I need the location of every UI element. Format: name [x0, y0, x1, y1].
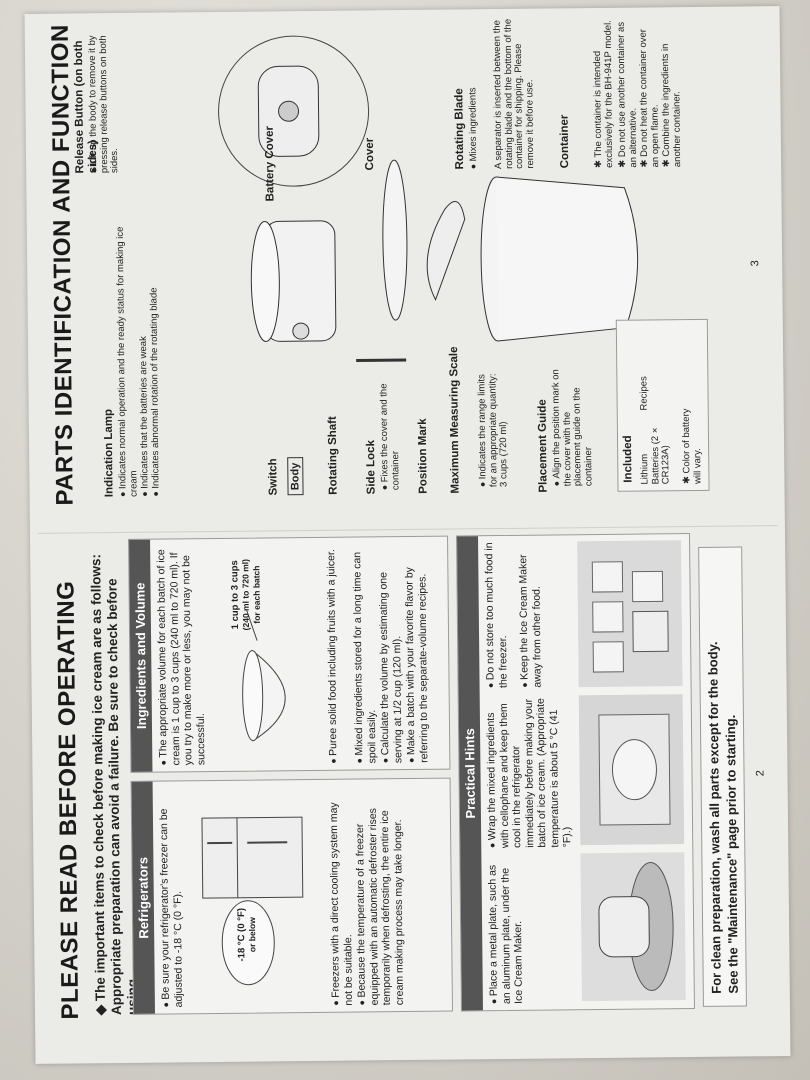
- left-page-number: 2: [754, 770, 767, 777]
- label-max-scale: Maximum Measuring Scale: [448, 346, 462, 494]
- container-note-2: ✱ Do not use another container as an alt…: [615, 21, 639, 168]
- right-page-number: 3: [749, 260, 762, 267]
- left-page-title: PLEASE READ BEFORE OPERATING: [52, 580, 85, 1020]
- hints-bullet-4: Keep the Ice Cream Maker away from other…: [517, 542, 544, 688]
- label-battery-cover: Battery Cover: [263, 125, 277, 202]
- refrigerators-bullet-2: Freezers with a direct cooling system ma…: [328, 786, 355, 1006]
- freezer-temp-callout: -18 °C (0 °F) or below: [235, 907, 258, 962]
- instruction-sheet: PLEASE READ BEFORE OPERATING ◆ The impor…: [24, 6, 791, 1064]
- container-note-3: ✱ Do not heat the container over an open…: [637, 29, 661, 168]
- max-scale-note: Indicates the range limits for an approp…: [476, 367, 510, 487]
- volume-callout: 1 cup to 3 cups (240 ml to 720 ml) for e…: [229, 558, 262, 631]
- ingredients-section: Ingredients and Volume The appropriate v…: [128, 535, 451, 773]
- ingredients-header: Ingredients and Volume: [129, 539, 153, 772]
- practical-hints-section: Practical Hints Place a metal plate, suc…: [456, 533, 695, 1012]
- lamp-note-1: Indicates normal operation and the ready…: [115, 217, 140, 497]
- included-box: Included Lithium Batteries (2 × CR123A) …: [615, 318, 710, 492]
- container-note-4: ✱ Combine the ingredients in another con…: [659, 43, 683, 168]
- ingredients-bullet-1: The appropriate volume for each batch of…: [155, 545, 207, 766]
- label-rotating-blade: Rotating Blade: [453, 88, 467, 170]
- container-note-1: ✱ The container is intended exclusively …: [591, 20, 615, 169]
- freezer-illustration: [201, 816, 304, 986]
- label-indication-lamp: Indication Lamp: [102, 408, 116, 498]
- label-included: Included: [621, 435, 635, 483]
- bowl-illustration: [242, 610, 286, 742]
- ingredients-bullet-2: Puree solid food including fruits with a…: [325, 544, 340, 764]
- ingredients-bullet-3: Mixed ingredients stored for a long time…: [351, 543, 378, 764]
- metal-plate-illustration: [580, 852, 686, 1002]
- hints-bullet-3: Do not store too much food in the freeze…: [483, 542, 510, 688]
- release-note: Lift up the body to remove it by pressin…: [87, 23, 121, 173]
- included-batteries: Lithium Batteries (2 × CR123A): [639, 427, 672, 485]
- label-cover: Cover: [363, 137, 377, 171]
- refrigerators-header: Refrigerators: [131, 781, 155, 1014]
- blade-note: Mixes ingredients: [467, 19, 480, 169]
- practical-hints-header: Practical Hints: [457, 536, 483, 1011]
- ingredients-bullet-4: Calculate the volume by estimating one s…: [377, 543, 404, 763]
- separator-note: A separator is inserted between the rota…: [491, 18, 536, 170]
- cellophane-illustration: [578, 694, 685, 846]
- hints-bullet-1: Place a metal plate, such as an aluminum…: [486, 856, 525, 1004]
- freezer-storage-illustration: [577, 540, 683, 688]
- parts-diagram: [218, 35, 466, 363]
- clean-preparation-note: For clean preparation, wash all parts ex…: [698, 546, 747, 1007]
- label-rotating-shaft: Rotating Shaft: [326, 416, 340, 495]
- label-switch: Switch: [267, 458, 280, 496]
- battery-color-note: ✱ Color of battery will vary.: [680, 408, 703, 485]
- ingredients-bullet-5: Make a batch with your favorite flavor b…: [403, 543, 430, 763]
- label-position-mark: Position Mark: [416, 418, 430, 494]
- rotated-page-spread: PLEASE READ BEFORE OPERATING ◆ The impor…: [33, 6, 784, 1054]
- placement-note: Align the position mark on the cover wit…: [550, 366, 594, 486]
- container-drawing: [480, 176, 639, 342]
- hints-bullet-2: Wrap the mixed ingredients with cellopha…: [485, 697, 574, 848]
- label-container: Container: [558, 114, 572, 169]
- refrigerators-bullet-3: Because the temperature of a freezer equ…: [354, 785, 406, 1006]
- label-body: Body: [287, 457, 304, 496]
- refrigerators-bullet-1: Be sure your refrigerator's freezer can …: [158, 787, 185, 1007]
- refrigerators-section: Refrigerators Be sure your refrigerator'…: [130, 777, 453, 1015]
- label-side-lock: Side Lock: [365, 439, 378, 495]
- side-lock-note: Fixes the cover and the container: [378, 370, 401, 490]
- included-recipes: Recipes: [638, 376, 650, 411]
- label-placement-guide: Placement Guide: [536, 399, 550, 493]
